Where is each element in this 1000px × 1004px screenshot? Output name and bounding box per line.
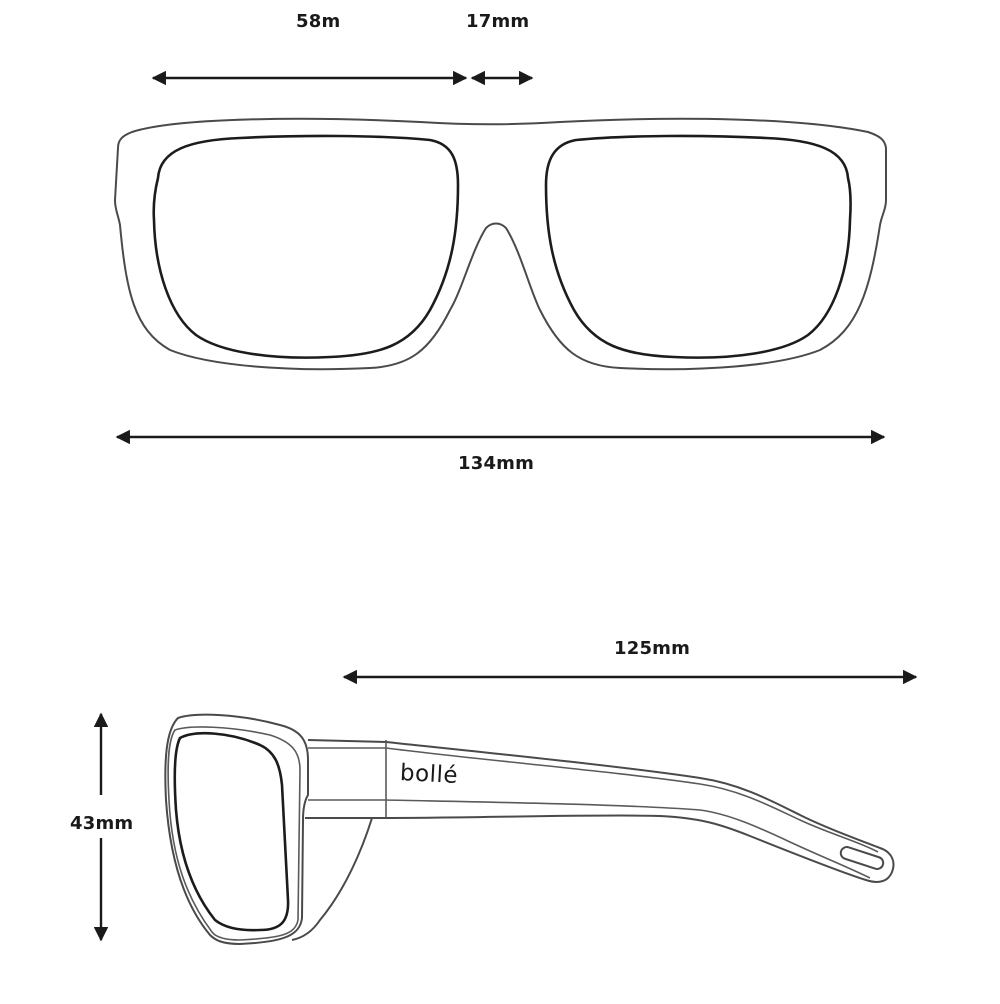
temple-arm-lower-line bbox=[308, 799, 871, 879]
lens-width-label: 58m bbox=[296, 11, 341, 32]
lens-height-label: 43mm bbox=[70, 813, 134, 834]
front-frame-outline bbox=[113, 117, 887, 371]
side-view bbox=[164, 713, 895, 946]
brand-logo: bollé bbox=[399, 760, 459, 790]
temple-length-label: 125mm bbox=[614, 638, 691, 659]
temple-arm-inner-line bbox=[308, 747, 879, 853]
side-frame-inner-rim bbox=[167, 726, 301, 941]
side-dimension-lines bbox=[93, 669, 918, 942]
side-shield bbox=[291, 817, 373, 941]
temple-arm-top bbox=[307, 739, 895, 883]
bridge-width-label: 17mm bbox=[466, 11, 530, 32]
total-width-label: 134mm bbox=[458, 453, 535, 474]
side-lens bbox=[173, 731, 290, 932]
front-view bbox=[113, 117, 887, 371]
left-lens bbox=[152, 134, 460, 359]
side-frame-outer bbox=[164, 713, 309, 946]
temple-tip-slot bbox=[839, 846, 885, 870]
front-dimension-lines bbox=[115, 70, 886, 445]
right-lens bbox=[544, 134, 852, 359]
